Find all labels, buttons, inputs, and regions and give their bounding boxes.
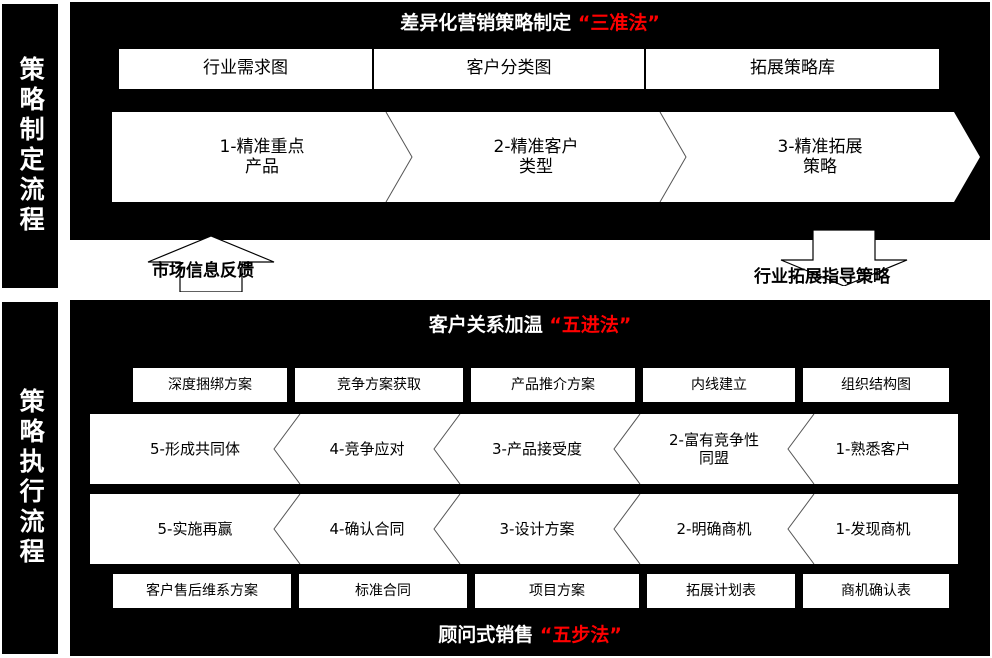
upper-step-chevron-1[interactable]: 1-熟悉客户 [788, 414, 958, 484]
bottom-tool-bottom-box-4-label: 拓展计划表 [686, 582, 756, 599]
top-tool-box-3-label: 拓展策略库 [750, 58, 835, 79]
top-panel-title: 差异化营销策略制定 “三准法” [70, 8, 990, 35]
lower-step-chevron-5-line1: 5-实施再赢 [157, 520, 233, 538]
top-step-chevron-1-line2: 产品 [244, 157, 279, 177]
bottom-tool-bottom-box-1[interactable]: 客户售后维系方案 [112, 573, 292, 609]
top-panel-title-main: 差异化营销策略制定 [400, 12, 572, 34]
bottom-tool-bottom-box-5-label: 商机确认表 [841, 582, 911, 599]
top-step-chevron-band: 1-精准重点 产品 2-精准客户 类型 3-精准拓展 策略 [112, 112, 980, 202]
bottom-tool-top-box-1[interactable]: 深度捆绑方案 [132, 367, 288, 403]
bottom-panel-footer-title: 顾问式销售 “五步法” [70, 620, 990, 647]
bottom-tool-bottom-box-3[interactable]: 项目方案 [474, 573, 640, 609]
top-step-chevron-3-line1: 3-精准拓展 [777, 136, 863, 157]
bottom-tool-bottom-box-3-label: 项目方案 [529, 582, 585, 599]
upper-step-chevron-5[interactable]: 5-形成共同体 [90, 414, 300, 484]
guidance-down-arrow [779, 230, 909, 286]
bottom-tool-top-box-5-label: 组织结构图 [841, 376, 911, 393]
bottom-tool-bottom-box-2-label: 标准合同 [355, 582, 411, 599]
upper-step-chevron-3[interactable]: 3-产品接受度 [434, 414, 640, 484]
upper-step-chevron-4-line1: 4-竞争应对 [329, 440, 405, 458]
top-step-chevron-3-line2: 策略 [802, 157, 837, 177]
lower-step-chevron-band: 5-实施再赢 4-确认合同 3-设计方案 2-明确商机 1-发现商机 [90, 494, 958, 564]
lower-step-chevron-1[interactable]: 1-发现商机 [788, 494, 958, 564]
upper-step-chevron-3-line1: 3-产品接受度 [492, 440, 582, 458]
top-tool-box-2[interactable]: 客户分类图 [373, 48, 645, 90]
bottom-tool-bottom-box-4[interactable]: 拓展计划表 [646, 573, 796, 609]
bottom-panel-title: 客户关系加温 “五进法” [70, 310, 990, 337]
top-tool-box-3[interactable]: 拓展策略库 [645, 48, 940, 90]
top-step-chevron-2-line2: 类型 [518, 157, 553, 177]
lower-step-chevron-1-line1: 1-发现商机 [835, 520, 911, 538]
upper-step-chevron-2-line1: 2-富有竞争性 [669, 431, 759, 449]
top-step-chevron-3[interactable]: 3-精准拓展 策略 [660, 112, 980, 202]
bottom-tool-top-box-2[interactable]: 竞争方案获取 [294, 367, 464, 403]
bottom-panel-footer-accent: “五步法” [539, 624, 622, 646]
lower-step-chevron-4-line1: 4-确认合同 [329, 520, 405, 538]
lower-step-chevron-5[interactable]: 5-实施再赢 [90, 494, 300, 564]
lower-step-chevron-3-line1: 3-设计方案 [499, 520, 575, 538]
upper-step-chevron-2-line2: 同盟 [698, 449, 729, 467]
bottom-tool-top-box-3-label: 产品推介方案 [511, 376, 595, 393]
bottom-tool-bottom-box-5[interactable]: 商机确认表 [802, 573, 950, 609]
bottom-panel-footer-main: 顾问式销售 [438, 624, 534, 646]
top-tool-box-1-label: 行业需求图 [203, 58, 288, 79]
top-step-chevron-2-line1: 2-精准客户 [493, 136, 579, 157]
bottom-tool-top-box-1-label: 深度捆绑方案 [168, 376, 252, 393]
feedback-up-arrow [146, 236, 276, 292]
bottom-tool-top-box-3[interactable]: 产品推介方案 [470, 367, 636, 403]
bottom-panel-title-main: 客户关系加温 [428, 314, 543, 336]
upper-step-chevron-5-line1: 5-形成共同体 [150, 440, 240, 458]
top-step-chevron-1-line1: 1-精准重点 [219, 136, 305, 157]
sidebar-tab-strategy-execution: 策略执行流程 [0, 300, 60, 656]
lower-step-chevron-4[interactable]: 4-确认合同 [274, 494, 460, 564]
bottom-tool-top-box-4[interactable]: 内线建立 [642, 367, 796, 403]
guidance-down-arrow-label: 行业拓展指导策略 [754, 267, 890, 287]
lower-step-chevron-3[interactable]: 3-设计方案 [434, 494, 640, 564]
upper-step-chevron-2[interactable]: 2-富有竞争性 同盟 [614, 414, 814, 484]
bottom-tool-bottom-box-1-label: 客户售后维系方案 [146, 582, 258, 599]
top-panel-title-accent: “三准法” [577, 12, 660, 34]
top-step-chevron-2[interactable]: 2-精准客户 类型 [386, 112, 686, 202]
sidebar-tab-strategy-execution-label: 策略执行流程 [16, 388, 46, 568]
bottom-tool-top-box-2-label: 竞争方案获取 [337, 376, 421, 393]
lower-step-chevron-2-line1: 2-明确商机 [676, 520, 752, 538]
bottom-tool-top-box-5[interactable]: 组织结构图 [802, 367, 950, 403]
top-tool-box-1[interactable]: 行业需求图 [118, 48, 373, 90]
upper-step-chevron-1-line1: 1-熟悉客户 [835, 440, 911, 458]
lower-step-chevron-2[interactable]: 2-明确商机 [614, 494, 814, 564]
bottom-tool-top-box-4-label: 内线建立 [691, 376, 747, 393]
top-step-chevron-1[interactable]: 1-精准重点 产品 [112, 112, 412, 202]
bottom-tool-bottom-box-2[interactable]: 标准合同 [298, 573, 468, 609]
top-tool-box-2-label: 客户分类图 [466, 58, 552, 79]
sidebar-tab-strategy-planning-label: 策略制定流程 [16, 56, 46, 236]
bottom-panel-title-accent: “五进法” [549, 314, 632, 336]
upper-step-chevron-band: 5-形成共同体 4-竞争应对 3-产品接受度 2-富有竞争性 同盟 1-熟悉客户 [90, 414, 958, 484]
upper-step-chevron-4[interactable]: 4-竞争应对 [274, 414, 460, 484]
feedback-up-arrow-label: 市场信息反馈 [152, 261, 254, 281]
sidebar-tab-strategy-planning: 策略制定流程 [0, 2, 60, 290]
